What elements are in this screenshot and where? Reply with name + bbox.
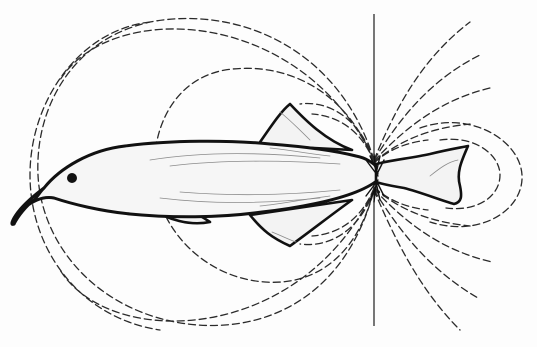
tail-fin xyxy=(376,146,468,204)
eye-icon xyxy=(67,173,77,183)
fish xyxy=(12,104,468,246)
field-line-right-lower-2 xyxy=(374,190,478,298)
